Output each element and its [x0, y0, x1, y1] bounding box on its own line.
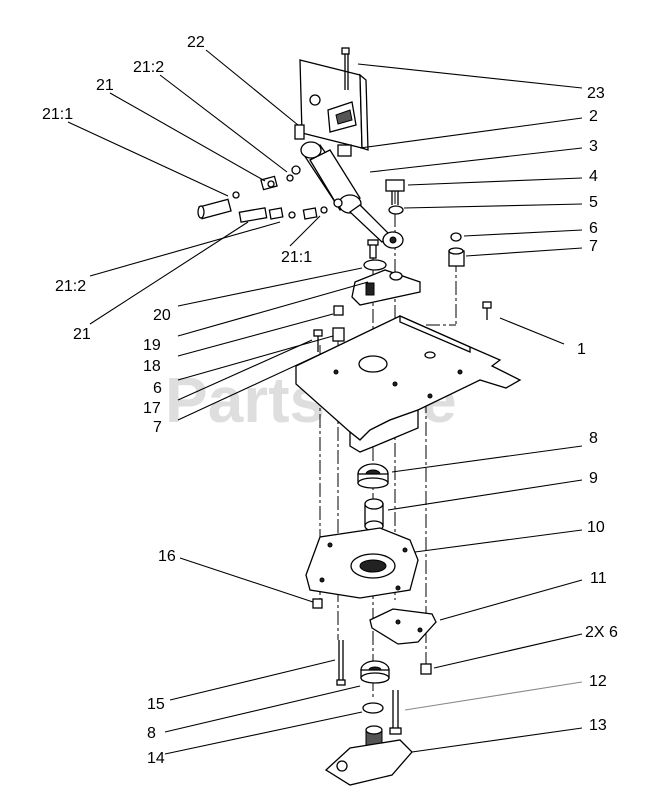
nut-6-upper — [450, 232, 462, 242]
bushing-9 — [364, 498, 384, 532]
top-mount-bracket — [299, 59, 369, 151]
spindle-13 — [324, 725, 413, 786]
nut-16 — [312, 598, 323, 609]
pin-22 — [294, 124, 305, 140]
callout-16[interactable]: 16 — [158, 548, 176, 565]
callout-8-lower[interactable]: 8 — [147, 725, 156, 742]
washer-5 — [388, 205, 404, 215]
hardware-left — [313, 301, 492, 352]
fitting-set-lower — [238, 206, 328, 223]
callout-2x6[interactable]: 2X 6 — [585, 624, 618, 641]
bolt-4 — [385, 179, 405, 205]
callout-18[interactable]: 18 — [143, 358, 161, 375]
fitting-set-upper — [197, 174, 294, 220]
callout-1[interactable]: 1 — [577, 341, 586, 358]
callout-6-lower[interactable]: 6 — [153, 380, 162, 397]
callout-10[interactable]: 10 — [587, 519, 605, 536]
callout-4[interactable]: 4 — [589, 168, 598, 185]
spacer-7-upper — [448, 247, 465, 267]
callout-21-2-lower[interactable]: 21:2 — [55, 278, 86, 295]
bolt-23 — [341, 47, 350, 90]
callout-13[interactable]: 13 — [589, 717, 607, 734]
steering-arm — [351, 239, 421, 306]
callout-7-lower[interactable]: 7 — [153, 419, 162, 436]
callout-21-1-lower[interactable]: 21:1 — [281, 249, 312, 266]
callout-3[interactable]: 3 — [589, 138, 598, 155]
main-frame-plate — [295, 315, 522, 453]
callout-labels: 22 21:2 21 21:1 23 2 3 4 5 6 7 21:1 21:2… — [42, 34, 618, 767]
callout-14[interactable]: 14 — [147, 750, 165, 767]
callout-22[interactable]: 22 — [187, 34, 205, 51]
callout-6[interactable]: 6 — [589, 220, 598, 237]
callout-21-2[interactable]: 21:2 — [133, 59, 164, 76]
callout-21[interactable]: 21 — [96, 77, 114, 94]
callout-8[interactable]: 8 — [589, 430, 598, 447]
bolt-15 — [336, 640, 346, 686]
bearing-8-upper — [357, 463, 389, 489]
bracket-11 — [369, 608, 437, 645]
callout-21-lower[interactable]: 21 — [73, 326, 91, 343]
lower-mount-plate — [305, 527, 419, 599]
callout-11[interactable]: 11 — [590, 570, 607, 587]
callout-19[interactable]: 19 — [143, 337, 161, 354]
leader-lines — [67, 49, 583, 755]
callout-21-1[interactable]: 21:1 — [42, 106, 73, 123]
callout-20[interactable]: 20 — [153, 307, 171, 324]
callout-17[interactable]: 17 — [143, 400, 161, 417]
callout-15[interactable]: 15 — [147, 696, 165, 713]
callout-5[interactable]: 5 — [589, 194, 598, 211]
nut-6-lower — [420, 663, 432, 675]
washer-14 — [362, 702, 384, 714]
callout-23[interactable]: 23 — [587, 85, 605, 102]
nut-2 — [337, 144, 352, 157]
bolt-12 — [389, 690, 402, 735]
hydraulic-cylinder — [291, 141, 404, 249]
callout-2[interactable]: 2 — [589, 108, 598, 125]
bearing-8-lower — [360, 660, 390, 684]
callout-9[interactable]: 9 — [589, 470, 598, 487]
callout-7[interactable]: 7 — [589, 238, 598, 255]
callout-12[interactable]: 12 — [589, 673, 607, 690]
